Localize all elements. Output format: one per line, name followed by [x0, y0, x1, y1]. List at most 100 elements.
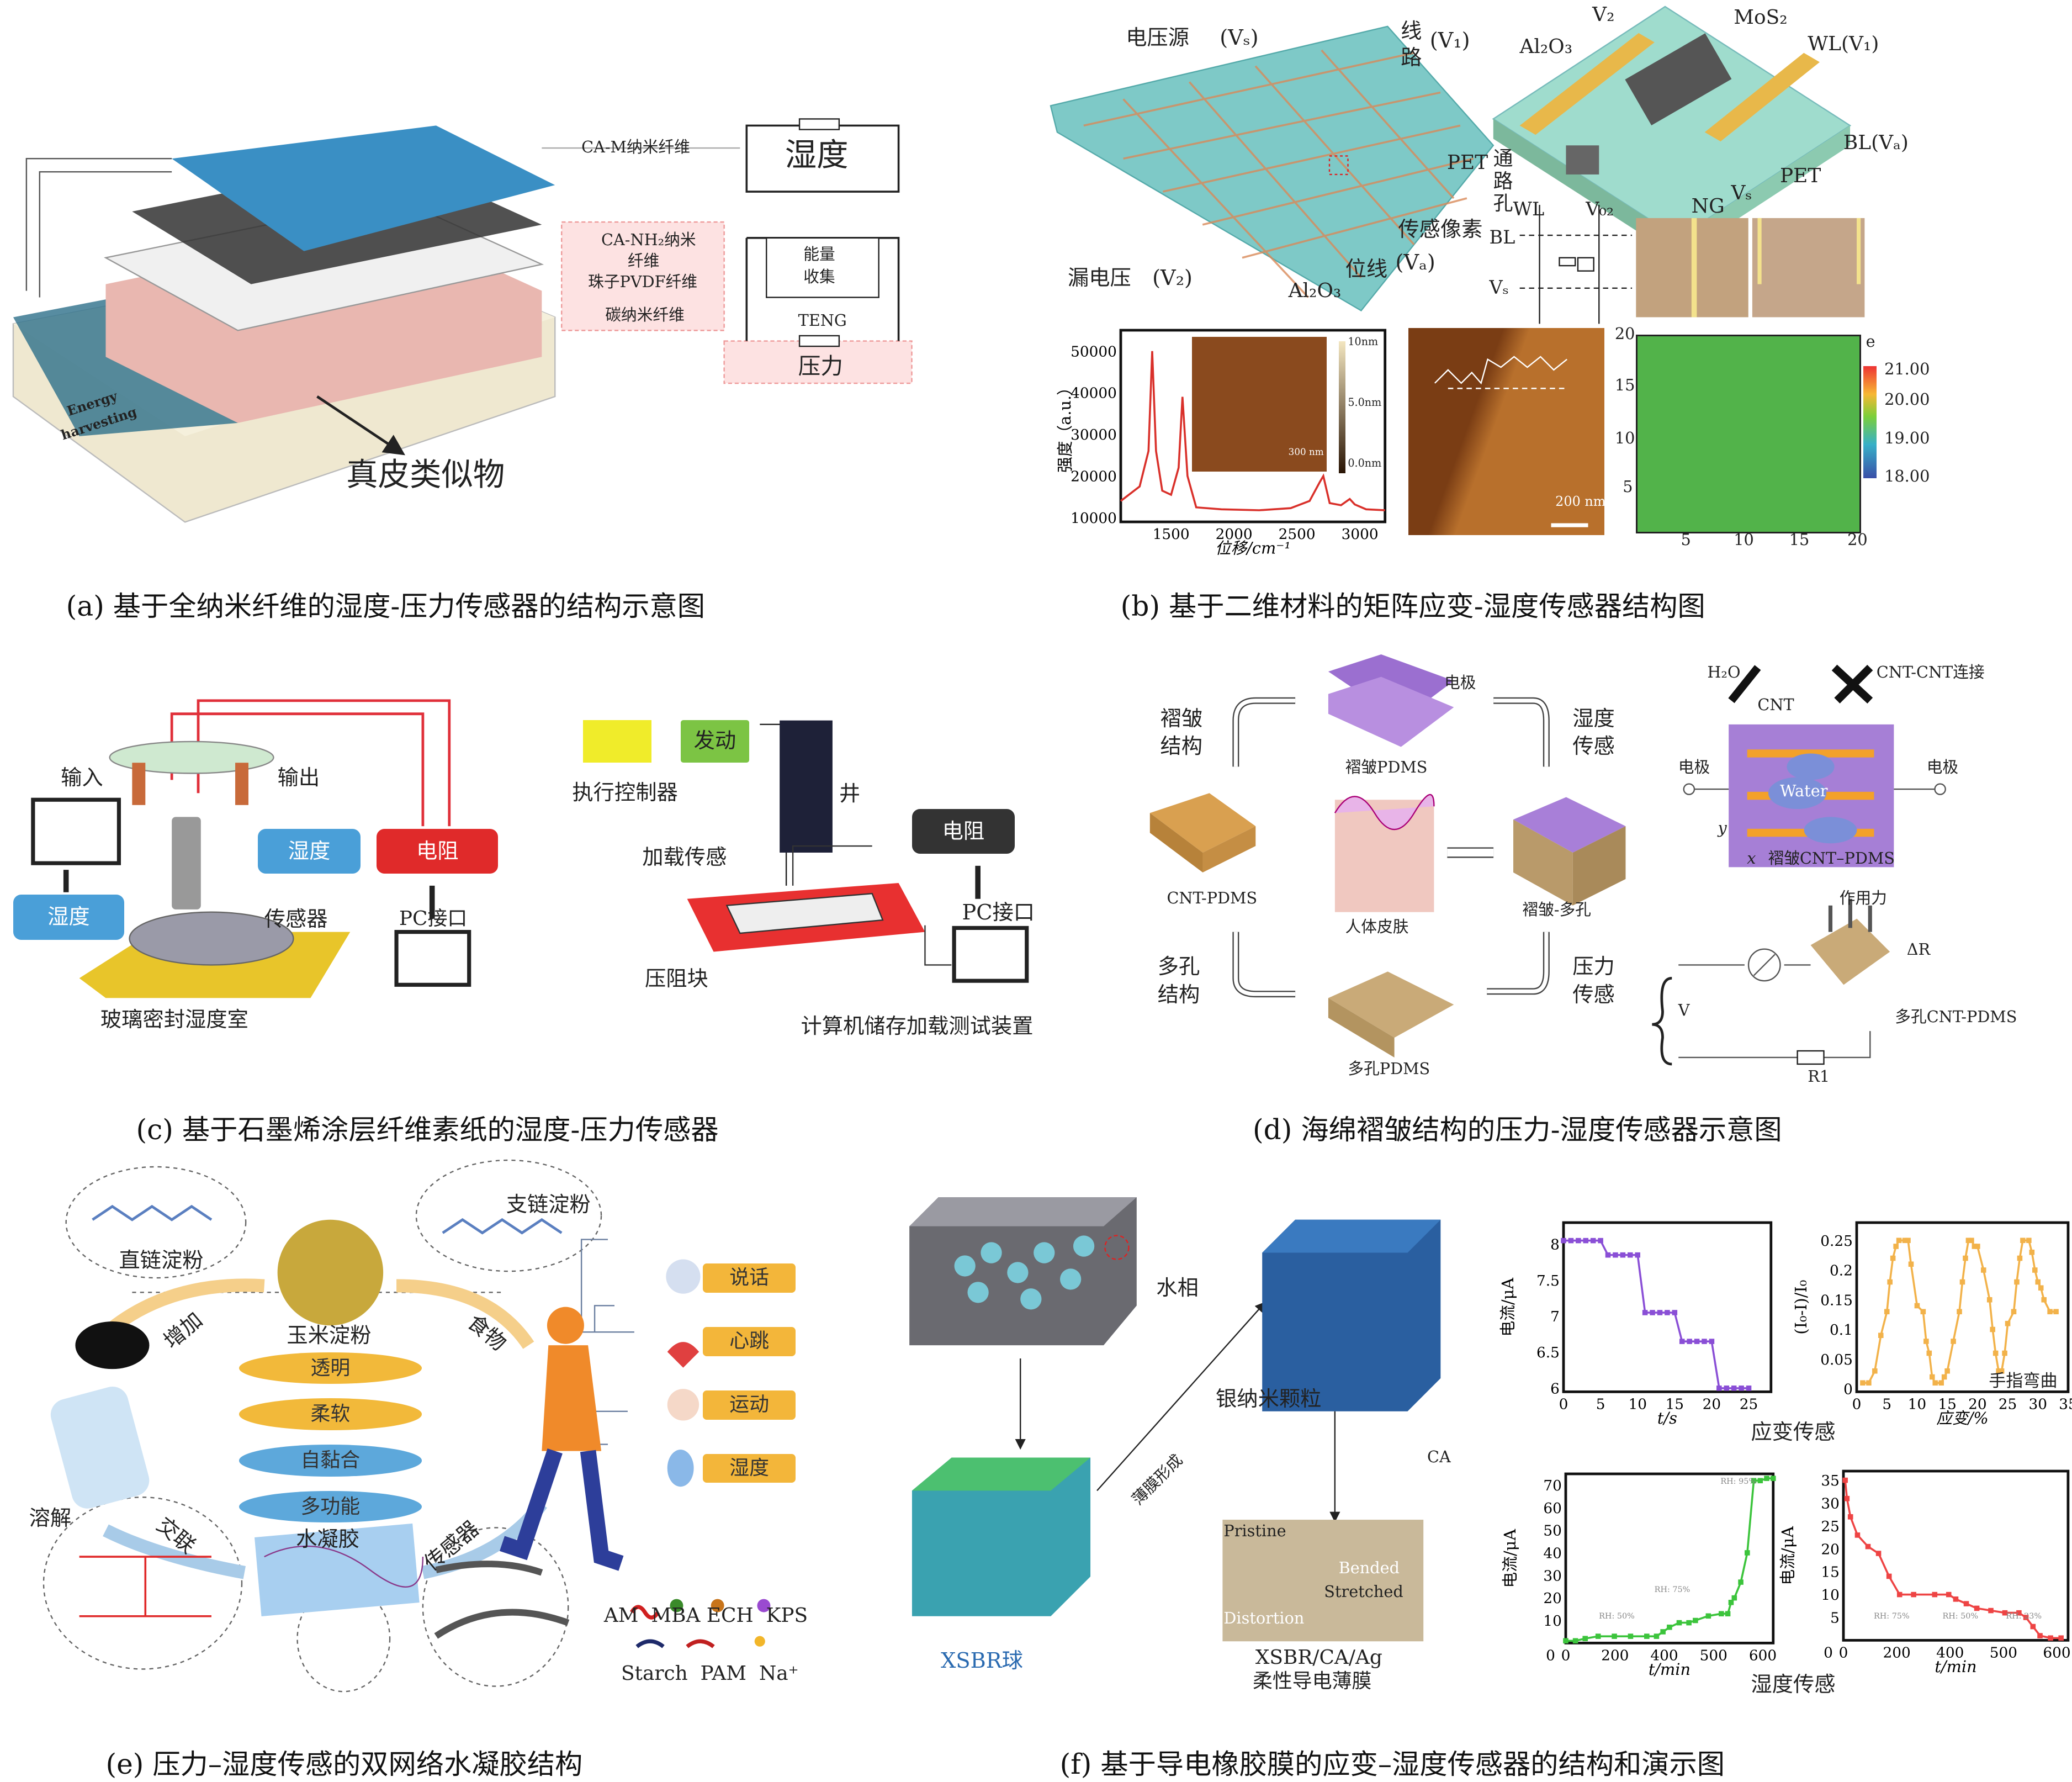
y-tick-label: 0.25: [1820, 1233, 1853, 1250]
data-point: [1573, 1638, 1578, 1643]
label-finger-bend: 手指弯曲: [1989, 1371, 2058, 1392]
label-bitline: 位线: [1345, 256, 1388, 282]
x-tick-label: 5: [1596, 1396, 1605, 1413]
rh-label: RH: 95%: [1720, 1477, 1756, 1486]
label-pressure-1: 压力: [1572, 954, 1615, 980]
label-wl-v1: WL(V₁): [1808, 32, 1879, 55]
data-point: [1999, 1368, 2005, 1374]
label-pc: PC接口: [399, 907, 468, 930]
label-bl: BL: [1489, 226, 1515, 248]
data-point: [1686, 1339, 1692, 1344]
x-tick-label: 0: [1839, 1644, 1848, 1661]
data-point: [1865, 1543, 1871, 1550]
data-point: [1597, 1238, 1603, 1244]
y-tick-label: 7: [1550, 1309, 1560, 1325]
data-point: [1560, 1238, 1566, 1244]
humidity-box-1-label: 湿度: [288, 838, 331, 864]
data-point: [1896, 1591, 1903, 1598]
data-point: [1667, 1624, 1672, 1630]
data-point: [1634, 1252, 1640, 1258]
x-tick-label: 500: [1700, 1647, 1727, 1664]
label-drain: 漏电压: [1067, 266, 1131, 291]
data-point: [1575, 1238, 1581, 1244]
y-axis-label: 电流/μA: [1778, 1526, 1797, 1585]
controller-box: [582, 720, 651, 763]
label-h2o: H₂O: [1707, 662, 1741, 681]
y-tick-label: 30: [1821, 1495, 1839, 1512]
data-point: [2023, 1615, 2029, 1620]
label-ca-nh2-3: 珠子PVDF纤维: [588, 272, 697, 292]
label-humidity-1: 湿度: [1572, 706, 1615, 731]
data-point: [1725, 1611, 1731, 1616]
data-point: [1860, 1380, 1866, 1386]
label-wrinkle-pdms: 褶皱PDMS: [1345, 757, 1428, 776]
y-tick-label: 20: [1544, 1590, 1562, 1607]
label-dev-v2: V₂: [1592, 3, 1615, 27]
x-tick-label: 200: [1883, 1644, 1910, 1661]
panel-f: 水相 XSBR球 薄膜形成 银纳米颗粒 CA Pristine Bended S…: [899, 1160, 2072, 1781]
property-label: 柔软: [310, 1403, 351, 1426]
data-point: [1582, 1238, 1588, 1244]
data-point: [2002, 1350, 2007, 1356]
humidity-box-2-label: 湿度: [47, 905, 90, 930]
map-xtick: 5: [1681, 530, 1691, 549]
label-corn-starch: 玉米淀粉: [287, 1323, 372, 1349]
data-point: [1980, 1267, 1986, 1273]
data-point: [1605, 1252, 1610, 1258]
x-tick-label: 30: [2028, 1396, 2047, 1413]
label-pressure: 压力: [798, 353, 844, 380]
label-amylose: 直链淀粉: [119, 1247, 204, 1273]
panel-d: 褶皱 结构 电极 褶皱PDMS 湿度 传感 CNT-PDMS 人体皮肤 褶皱-多…: [1110, 648, 2072, 1150]
colorbar-tick: 18.00: [1884, 467, 1930, 486]
data-point: [1582, 1636, 1588, 1641]
data-point: [1644, 1633, 1650, 1639]
data-point: [1654, 1633, 1660, 1639]
legend-row-1: AM MBA ECH KPS: [603, 1604, 808, 1627]
data-point: [1745, 1550, 1750, 1556]
panel-a: CA-M纳米纤维 湿度 CA-NH₂纳米 纤维 珠子PVDF纤维 碳纳米纤维 能…: [0, 0, 1004, 634]
y-tick-label: 50000: [1071, 344, 1117, 361]
label-via-1: 通: [1493, 147, 1513, 171]
x-tick-label: 1500: [1152, 527, 1189, 543]
data-point: [1657, 1310, 1662, 1315]
label-controller: 执行控制器: [572, 780, 678, 805]
data-point: [2020, 1238, 2026, 1244]
map-xtick: 15: [1789, 530, 1810, 549]
label-cnt-pdms: CNT-PDMS: [1167, 888, 1258, 907]
label-distortion: Distortion: [1223, 1609, 1305, 1628]
label-pixel: 传感像素: [1398, 216, 1483, 242]
data-point: [2026, 1238, 2032, 1244]
rh-label: RH: 23%: [2006, 1612, 2042, 1621]
x-axis-label: t/s: [1657, 1409, 1677, 1427]
data-point: [2047, 1309, 2053, 1315]
afm-inset: [1191, 337, 1327, 472]
label-dissolve: 溶解: [29, 1505, 72, 1531]
data-point: [2037, 1633, 2043, 1638]
data-point: [1709, 1339, 1714, 1344]
data-point: [2014, 1279, 2020, 1285]
data-point: [1705, 1613, 1711, 1619]
property-multifunction: 多功能: [239, 1490, 422, 1523]
data-point: [1953, 1596, 1959, 1602]
label-ng: NG: [1691, 195, 1725, 218]
rh-label: RH: 75%: [1873, 1612, 1910, 1621]
label-humidity-sensing: 湿度传感: [1751, 1672, 1836, 1698]
label-r1: R1: [1808, 1066, 1830, 1086]
plot-frame: [1564, 1472, 1775, 1644]
label-wrinkle-porous: 褶皱-多孔: [1522, 900, 1591, 919]
y-tick-label: 0.15: [1820, 1292, 1853, 1309]
resistance-box-2: 电阻: [912, 808, 1015, 854]
data-point: [1914, 1303, 1920, 1309]
y-tick-label: 40000: [1071, 385, 1117, 402]
data-point: [1716, 1386, 1722, 1391]
data-point: [1738, 1386, 1744, 1391]
label-cnt: CNT: [1757, 695, 1794, 715]
y-tick-label: 10: [1544, 1613, 1562, 1630]
label-electrode-left: 电极: [1678, 757, 1710, 776]
label-v: V: [1678, 1001, 1690, 1020]
legend-row-2: Starch PAM Na⁺: [621, 1662, 799, 1685]
app-heartbeat: 心跳: [703, 1327, 796, 1356]
data-point: [1757, 1478, 1763, 1483]
data-point: [1932, 1380, 1938, 1386]
